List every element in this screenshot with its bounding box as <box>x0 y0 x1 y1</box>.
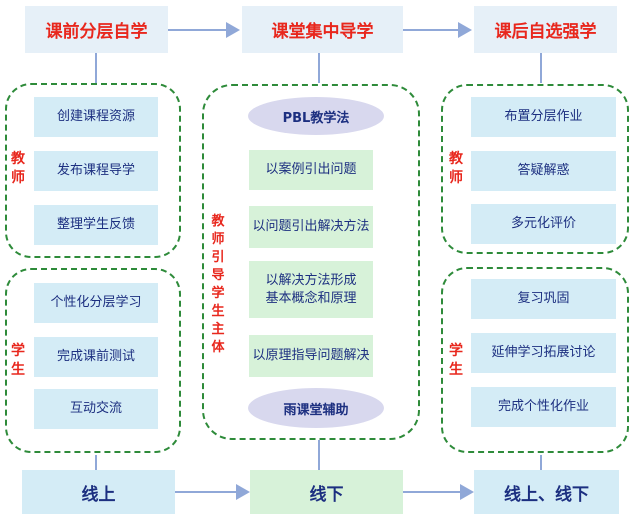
middle-step-item: 以问题引出解决方法 <box>249 206 373 248</box>
arrow-right-icon <box>226 22 240 38</box>
connector-line <box>95 455 97 477</box>
connector-line <box>175 491 239 493</box>
middle-step-item: 以案例引出问题 <box>249 150 373 190</box>
connector-line <box>318 440 320 477</box>
header-in-class: 课堂集中导学 <box>242 6 403 53</box>
arrow-right-icon <box>236 484 250 500</box>
left-student-group <box>5 268 181 453</box>
middle-step-item: 以解决方法形成基本概念和原理 <box>249 261 373 318</box>
right-student-item: 完成个性化作业 <box>471 387 616 427</box>
left-student-label: 学生 <box>11 343 25 378</box>
right-teacher-label: 教师 <box>449 151 463 186</box>
left-teacher-label: 教师 <box>11 151 25 186</box>
connector-line <box>403 29 461 31</box>
connector-line <box>95 53 97 83</box>
middle-student-label: 学生主体 <box>211 286 225 355</box>
arrow-right-icon <box>458 22 472 38</box>
middle-step-item: 以原理指导问题解决 <box>249 335 373 377</box>
connector-line <box>403 491 463 493</box>
left-teacher-item: 发布课程导学 <box>34 151 158 191</box>
arrow-right-icon <box>460 484 474 500</box>
connector-line <box>168 29 230 31</box>
connector-line <box>540 455 542 477</box>
right-student-label: 学生 <box>449 343 463 378</box>
left-teacher-group <box>5 83 181 258</box>
left-teacher-item: 整理学生反馈 <box>34 205 158 245</box>
header-post-class: 课后自选强学 <box>474 6 617 53</box>
connector-line <box>318 53 320 83</box>
pbl-method-pill: PBL教学法 <box>248 97 384 135</box>
left-student-item: 个性化分层学习 <box>34 283 158 323</box>
header-pre-class: 课前分层自学 <box>25 6 168 53</box>
left-teacher-item: 创建课程资源 <box>34 97 158 137</box>
right-teacher-item: 多元化评价 <box>471 204 616 244</box>
right-teacher-item: 答疑解惑 <box>471 151 616 191</box>
right-student-group <box>441 267 629 453</box>
connector-line <box>540 53 542 83</box>
middle-group <box>202 84 420 440</box>
middle-teacher-label: 教师引导 <box>211 214 225 283</box>
left-student-item: 完成课前测试 <box>34 337 158 377</box>
rain-classroom-pill: 雨课堂辅助 <box>248 388 384 428</box>
footer-online-offline: 线上、线下 <box>474 470 619 514</box>
left-student-item: 互动交流 <box>34 389 158 429</box>
right-teacher-group <box>441 84 629 254</box>
footer-offline: 线下 <box>250 470 403 514</box>
right-student-item: 复习巩固 <box>471 279 616 319</box>
footer-online: 线上 <box>22 470 175 514</box>
right-student-item: 延伸学习拓展讨论 <box>471 333 616 373</box>
right-teacher-item: 布置分层作业 <box>471 97 616 137</box>
